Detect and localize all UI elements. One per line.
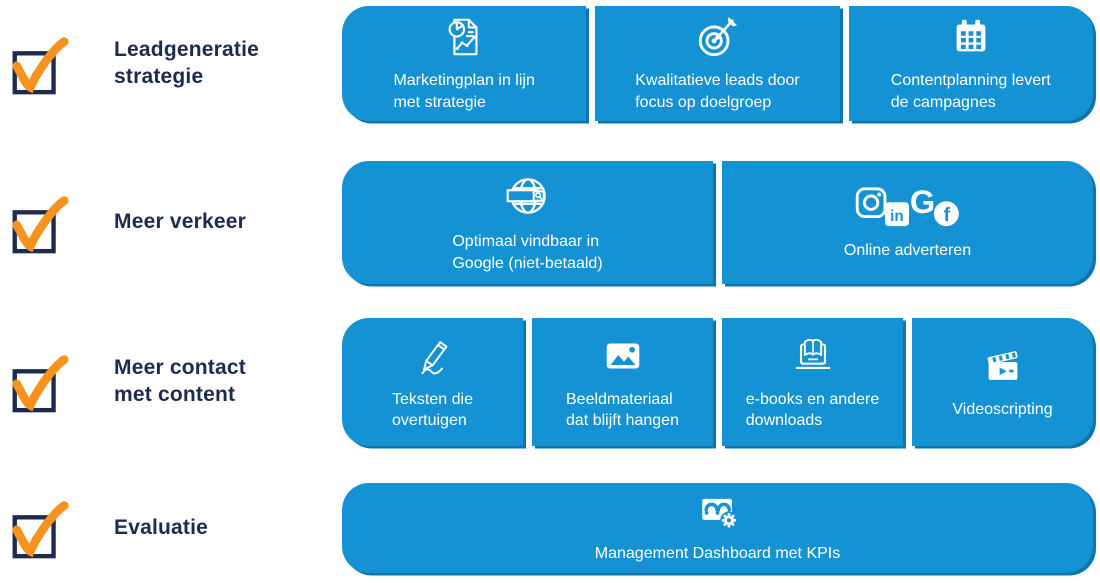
row-label: Leadgeneratie strategie xyxy=(114,37,259,88)
svg-text:f: f xyxy=(943,205,950,226)
card-kwalitatieve-leads: Kwalitatieve leads door focus op doelgro… xyxy=(595,6,840,121)
checkbox-checked-icon xyxy=(12,501,69,559)
row-label: Meer verkeer xyxy=(114,210,246,234)
pencil-icon xyxy=(421,341,447,375)
row-label: Evaluatie xyxy=(114,515,209,539)
target-icon xyxy=(699,17,738,57)
card-label: Beeldmateriaal dat blijft hangen xyxy=(566,390,679,429)
card-label: Kwalitatieve leads door focus op doelgro… xyxy=(635,72,800,111)
card-videoscripting: Videoscripting xyxy=(912,318,1093,446)
row-label: Meer contact met content xyxy=(114,356,246,406)
card-label: Videoscripting xyxy=(952,401,1053,419)
card-ebooks: e-books en andere downloads xyxy=(722,318,903,446)
row-meer-verkeer: Meer verkeer Optimaal vindbaar in Google… xyxy=(0,161,1100,284)
card-online-adverteren: in G f Online adverteren xyxy=(722,161,1093,284)
row-leadgeneratie-strategie: Leadgeneratie strategie Marketingpl xyxy=(0,6,1100,121)
calendar-icon xyxy=(956,20,986,52)
globe-search-icon xyxy=(506,178,546,215)
card-label: Teksten die overtuigen xyxy=(392,390,473,429)
checkbox-checked-icon xyxy=(12,195,69,253)
row-evaluatie: Evaluatie xyxy=(0,483,1100,573)
card-teksten: Teksten die overtuigen xyxy=(342,318,523,446)
card-label: Marketingplan in lijn met strategie xyxy=(393,72,535,111)
social-media-icons: in G f xyxy=(855,184,959,227)
checkbox-checked-icon xyxy=(12,355,69,413)
row-meer-contact-met-content: Meer contact met content Teksten die ove… xyxy=(0,318,1100,446)
svg-text:in: in xyxy=(890,208,904,225)
card-management-dashboard: Management Dashboard met KPIs xyxy=(342,483,1093,573)
marketing-report-icon xyxy=(448,19,478,56)
dashboard-icon xyxy=(701,499,738,530)
svg-text:G: G xyxy=(909,184,934,220)
card-label: Optimaal vindbaar in Google (niet-betaal… xyxy=(452,233,603,272)
card-vindbaar-google: Optimaal vindbaar in Google (niet-betaal… xyxy=(342,161,713,284)
card-beeldmateriaal: Beeldmateriaal dat blijft hangen xyxy=(532,318,713,446)
card-marketingplan: Marketingplan in lijn met strategie xyxy=(342,6,587,121)
video-icon xyxy=(987,351,1018,381)
card-label: e-books en andere downloads xyxy=(745,390,880,429)
card-label: Contentplanning levert de campagnes xyxy=(890,72,1051,111)
card-contentplanning: Contentplanning levert de campagnes xyxy=(848,6,1093,121)
card-label: Management Dashboard met KPIs xyxy=(594,545,841,563)
image-icon xyxy=(606,343,639,369)
card-label: Online adverteren xyxy=(843,241,972,259)
ebook-icon xyxy=(795,338,830,369)
checkbox-checked-icon xyxy=(12,36,69,94)
